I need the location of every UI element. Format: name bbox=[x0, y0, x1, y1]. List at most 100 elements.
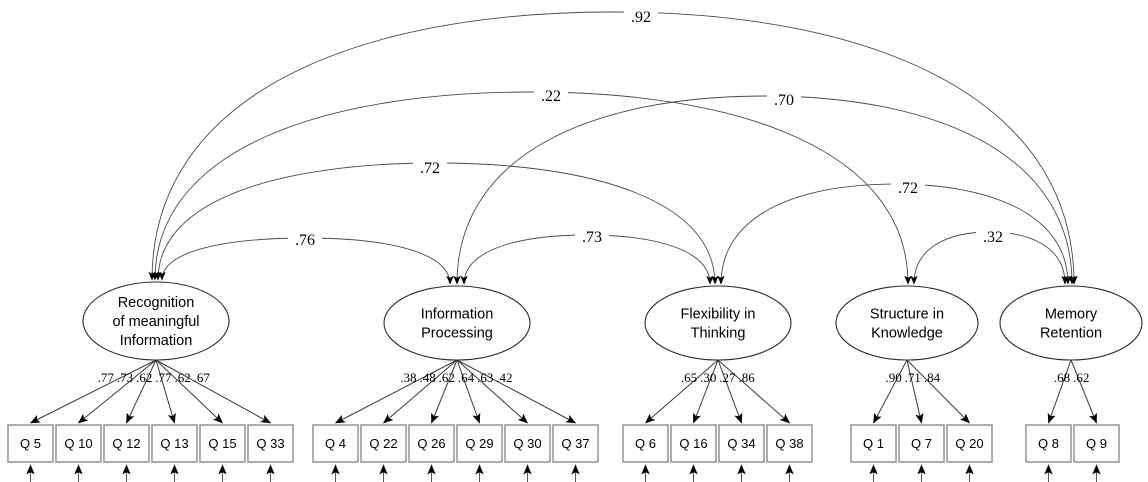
loading-arrow bbox=[873, 359, 908, 424]
indicator-box[interactable] bbox=[456, 424, 503, 463]
loading-arrow bbox=[78, 359, 157, 424]
factor-label: Knowledge bbox=[871, 326, 943, 342]
loading-arrow bbox=[456, 359, 528, 424]
correlation-arc bbox=[453, 95, 765, 285]
loading-arrow bbox=[1047, 359, 1072, 424]
indicator-box[interactable] bbox=[408, 424, 455, 463]
correlation-arc bbox=[531, 91, 912, 285]
loading-arrow bbox=[383, 359, 458, 424]
indicator-box[interactable] bbox=[946, 424, 993, 463]
loading-value: .67 bbox=[194, 370, 211, 385]
factor-label: Information bbox=[421, 307, 494, 323]
indicator-label: Q 20 bbox=[955, 436, 983, 451]
factor-label: Flexibility in bbox=[681, 307, 756, 323]
loading-value: .62 bbox=[439, 370, 455, 385]
indicator-label: Q 15 bbox=[208, 436, 236, 451]
indicator-label: Q 6 bbox=[635, 436, 656, 451]
indicator-box[interactable] bbox=[199, 424, 246, 463]
indicator-box[interactable] bbox=[552, 424, 599, 463]
label-backing bbox=[413, 162, 447, 179]
loading-value: .64 bbox=[458, 370, 475, 385]
indicator-label: Q 13 bbox=[160, 436, 188, 451]
label-backing bbox=[767, 94, 801, 111]
loading-value: .77 bbox=[98, 370, 115, 385]
correlation-arc bbox=[305, 237, 454, 285]
loading-value: .42 bbox=[496, 370, 512, 385]
loading-value: .30 bbox=[700, 370, 716, 385]
loading-arrow bbox=[431, 359, 458, 424]
loading-arrow bbox=[155, 359, 223, 424]
residual-arrows bbox=[26, 464, 1101, 482]
indicator-box[interactable] bbox=[622, 424, 669, 463]
loading-arrow bbox=[645, 359, 719, 424]
correlation-arc bbox=[586, 234, 714, 285]
loading-value: .86 bbox=[738, 370, 755, 385]
correlation-value: .72 bbox=[898, 180, 918, 197]
loading-arrow bbox=[334, 359, 458, 424]
indicator-box[interactable] bbox=[766, 424, 813, 463]
indicator-box[interactable] bbox=[7, 424, 54, 463]
factor-label: Retention bbox=[1040, 326, 1102, 342]
loading-value: .84 bbox=[924, 370, 941, 385]
label-backing bbox=[891, 182, 925, 199]
loading-arrow bbox=[906, 359, 970, 424]
factor-label: Structure in bbox=[870, 307, 944, 323]
latent-factor[interactable] bbox=[835, 285, 979, 361]
loading-value: .73 bbox=[117, 370, 133, 385]
loading-value: .90 bbox=[885, 370, 901, 385]
indicator-box[interactable] bbox=[1025, 424, 1072, 463]
label-backing bbox=[624, 11, 658, 28]
indicator-box[interactable] bbox=[247, 424, 294, 463]
loading-arrow bbox=[692, 359, 719, 424]
loading-value: .71 bbox=[905, 370, 921, 385]
indicator-box[interactable] bbox=[151, 424, 198, 463]
indicator-label: Q 34 bbox=[727, 436, 755, 451]
latent-factor[interactable] bbox=[82, 281, 230, 361]
indicator-box[interactable] bbox=[670, 424, 717, 463]
indicator-box[interactable] bbox=[103, 424, 150, 463]
indicator-box[interactable] bbox=[1073, 424, 1120, 463]
label-backing bbox=[534, 90, 568, 107]
correlation-arc bbox=[717, 183, 895, 285]
loading-value: .27 bbox=[719, 370, 736, 385]
latent-factor[interactable] bbox=[383, 285, 531, 361]
indicator-box[interactable] bbox=[360, 424, 407, 463]
indicator-label: Q 5 bbox=[20, 436, 41, 451]
correlation-arc bbox=[764, 95, 1076, 285]
correlation-arc bbox=[612, 11, 1078, 285]
loading-arrow bbox=[717, 359, 790, 424]
indicator-label: Q 38 bbox=[775, 436, 803, 451]
indicator-label: Q 29 bbox=[465, 436, 493, 451]
factor-label: Thinking bbox=[691, 326, 746, 342]
indicator-label: Q 8 bbox=[1038, 436, 1059, 451]
loading-value: .48 bbox=[419, 370, 435, 385]
indicator-box[interactable] bbox=[55, 424, 102, 463]
label-backing bbox=[288, 234, 322, 251]
indicator-label: Q 37 bbox=[561, 436, 589, 451]
loading-value: .62 bbox=[136, 370, 152, 385]
indicator-box[interactable] bbox=[312, 424, 359, 463]
loading-arrow bbox=[456, 359, 481, 424]
latent-factor[interactable] bbox=[644, 285, 792, 361]
indicator-label: Q 16 bbox=[679, 436, 707, 451]
indicator-box[interactable] bbox=[504, 424, 551, 463]
indicator-box[interactable] bbox=[718, 424, 765, 463]
latent-factor[interactable] bbox=[999, 285, 1143, 361]
indicator-box[interactable] bbox=[850, 424, 897, 463]
loading-arrow bbox=[126, 359, 157, 424]
loading-value: .38 bbox=[400, 370, 416, 385]
factor-label: of meaningful bbox=[112, 314, 199, 330]
indicator-label: Q 1 bbox=[863, 436, 884, 451]
indicator-label: Q 22 bbox=[369, 436, 397, 451]
indicator-label: Q 33 bbox=[256, 436, 284, 451]
indicator-box[interactable] bbox=[898, 424, 945, 463]
factor-label: Information bbox=[120, 333, 193, 349]
correlation-value: .92 bbox=[631, 9, 651, 26]
indicator-label: Q 9 bbox=[1086, 436, 1107, 451]
loading-arrow bbox=[29, 359, 157, 424]
loading-value: .62 bbox=[174, 370, 190, 385]
loading-value: .68 bbox=[1054, 370, 1070, 385]
correlation-value: .70 bbox=[774, 92, 794, 109]
